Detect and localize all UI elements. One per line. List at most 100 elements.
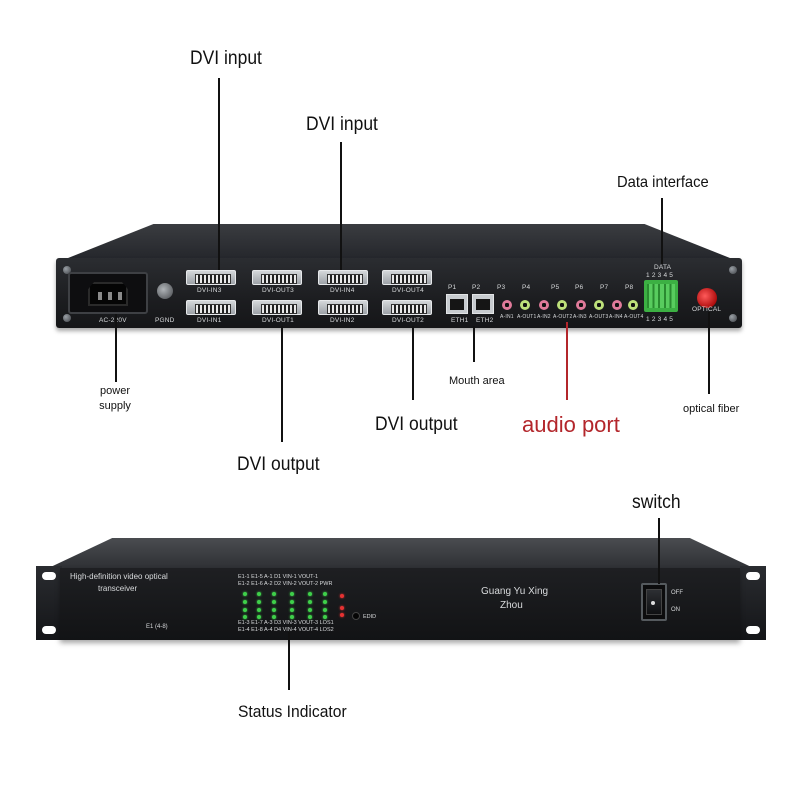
optical-label: OPTICAL xyxy=(692,306,722,313)
callout-dvi-output-1: DVI output xyxy=(237,454,320,475)
device-title-line1: High-definition video optical xyxy=(70,572,168,581)
rack-ear-right xyxy=(740,566,766,640)
data-pins-top: 1 2 3 4 5 xyxy=(646,272,674,279)
dvi-label: DVI-IN3 xyxy=(197,287,222,294)
rear-screw xyxy=(63,266,71,274)
status-led xyxy=(243,592,247,596)
brand-line2: Zhou xyxy=(500,600,523,611)
leader-line xyxy=(115,314,117,382)
dvi-port-in4[interactable] xyxy=(318,270,368,285)
status-led xyxy=(272,600,276,604)
callout-optical-fiber: optical fiber xyxy=(683,403,740,415)
audio-label: A-OUT1 xyxy=(517,314,537,320)
status-led xyxy=(308,600,312,604)
dvi-label: DVI-IN4 xyxy=(330,287,355,294)
status-led xyxy=(290,608,294,612)
dvi-port-out2[interactable] xyxy=(382,300,432,315)
port-number: P1 xyxy=(448,284,457,291)
audio-label: A-IN2 xyxy=(537,314,551,320)
leader-line xyxy=(288,632,290,690)
status-led xyxy=(257,600,261,604)
pgnd-terminal[interactable] xyxy=(157,283,173,299)
port-number: P8 xyxy=(625,284,634,291)
rear-screw xyxy=(63,314,71,322)
data-label: DATA xyxy=(654,264,672,271)
status-led-red xyxy=(340,594,344,598)
ethernet-port-eth1[interactable] xyxy=(446,294,468,314)
leader-line xyxy=(340,142,342,270)
leader-line xyxy=(708,312,710,394)
leader-line-red xyxy=(566,322,568,400)
callout-dvi-input-2: DVI input xyxy=(306,114,378,135)
status-led-red xyxy=(340,613,344,617)
status-led xyxy=(323,608,327,612)
audio-label: A-IN4 xyxy=(609,314,623,320)
audio-jack-a-in2[interactable] xyxy=(539,300,549,310)
callout-dvi-input-1: DVI input xyxy=(190,48,262,69)
power-label: AC-220V xyxy=(99,317,127,324)
audio-label: A-OUT4 xyxy=(624,314,644,320)
status-led xyxy=(308,615,312,619)
dvi-port-in1[interactable] xyxy=(186,300,236,315)
status-led xyxy=(243,600,247,604)
pgnd-label: PGND xyxy=(155,317,175,324)
rack-ear-left xyxy=(36,566,62,640)
audio-jack-a-in3[interactable] xyxy=(576,300,586,310)
dvi-port-out4[interactable] xyxy=(382,270,432,285)
port-number: P5 xyxy=(551,284,560,291)
data-terminal-block[interactable] xyxy=(644,280,678,312)
audio-jack-a-in4[interactable] xyxy=(612,300,622,310)
edid-label: EDID xyxy=(363,614,377,620)
dvi-label: DVI-OUT4 xyxy=(392,287,424,294)
led-label-row: E1-3 E1-7 A-3 D3 VIN-3 VOUT-3 LOS1 xyxy=(238,620,334,626)
eth-label: ETH2 xyxy=(476,317,494,324)
status-led xyxy=(290,615,294,619)
status-led xyxy=(323,600,327,604)
audio-jack-a-out3[interactable] xyxy=(594,300,604,310)
eth-label: ETH1 xyxy=(451,317,469,324)
callout-mouth-area: Mouth area xyxy=(449,375,505,387)
e1-label: E1 (4-8) xyxy=(146,624,168,630)
dvi-port-in2[interactable] xyxy=(318,300,368,315)
rear-screw xyxy=(729,266,737,274)
status-led xyxy=(290,600,294,604)
callout-switch: switch xyxy=(632,492,681,513)
status-led xyxy=(272,592,276,596)
callout-status-indicator: Status Indicator xyxy=(238,702,347,721)
audio-jack-a-out2[interactable] xyxy=(557,300,567,310)
dvi-port-in3[interactable] xyxy=(186,270,236,285)
audio-label: A-IN3 xyxy=(573,314,587,320)
port-number: P7 xyxy=(600,284,609,291)
led-label-row: E1-2 E1-6 A-2 D2 VIN-2 VOUT-2 PWR xyxy=(238,581,333,587)
port-number: P6 xyxy=(575,284,584,291)
power-switch[interactable] xyxy=(641,583,667,621)
status-led xyxy=(308,608,312,612)
edid-button[interactable] xyxy=(352,612,360,620)
audio-jack-a-out1[interactable] xyxy=(520,300,530,310)
leader-line xyxy=(658,518,660,584)
audio-jack-a-out4[interactable] xyxy=(628,300,638,310)
status-led xyxy=(243,615,247,619)
rear-screw xyxy=(729,314,737,322)
audio-jack-a-in1[interactable] xyxy=(502,300,512,310)
dvi-port-out3[interactable] xyxy=(252,270,302,285)
optical-fiber-port[interactable] xyxy=(697,288,717,308)
audio-label: A-OUT3 xyxy=(589,314,609,320)
status-led xyxy=(323,592,327,596)
dvi-label: DVI-OUT1 xyxy=(262,317,294,324)
status-led xyxy=(308,592,312,596)
power-socket[interactable] xyxy=(68,272,148,314)
status-led xyxy=(257,608,261,612)
leader-line xyxy=(281,326,283,442)
rear-chassis-top xyxy=(58,224,740,262)
status-led xyxy=(257,592,261,596)
data-pins-bottom: 1 2 3 4 5 xyxy=(646,316,674,323)
status-led xyxy=(323,615,327,619)
status-led xyxy=(243,608,247,612)
port-number: P2 xyxy=(472,284,481,291)
dvi-label: DVI-OUT3 xyxy=(262,287,294,294)
ethernet-port-eth2[interactable] xyxy=(472,294,494,314)
port-number: P4 xyxy=(522,284,531,291)
switch-off-label: OFF xyxy=(671,590,683,596)
dvi-port-out1[interactable] xyxy=(252,300,302,315)
